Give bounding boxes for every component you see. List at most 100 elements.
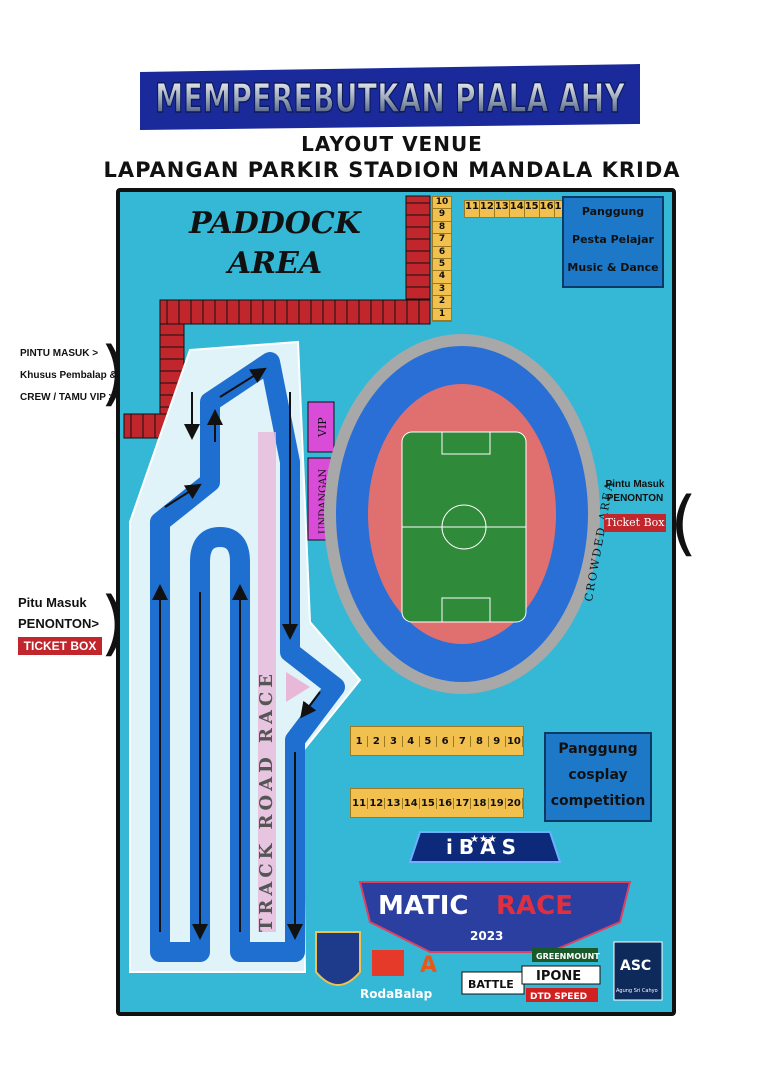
seat-number: 14 (403, 797, 420, 809)
seat-number: 17 (454, 797, 472, 809)
seat-number: 19 (489, 797, 506, 809)
seat-number: 3 (385, 735, 403, 747)
banner-title: MEMPEREBUTKAN PIALA AHY (140, 64, 640, 130)
seat-number: 9 (489, 735, 506, 747)
stage-cosplay: Panggung cosplay competition (544, 732, 652, 822)
seat-number: 6 (437, 735, 455, 747)
spectator-entrance-left-line1: Pitu Masuk (18, 595, 87, 610)
spectator-entrance-right-line2: PENONTON (606, 493, 664, 504)
seat-number: 11 (351, 797, 369, 809)
seat-number: 12 (368, 797, 386, 809)
club-shield-icon (315, 931, 361, 986)
asc-logo-box (613, 941, 663, 1001)
sponsor-rodabalap: RodaBalap (360, 987, 433, 1001)
track-triangle-icon (286, 672, 310, 702)
ticket-box-left: TICKET BOX (18, 637, 102, 655)
seat-number: 4 (403, 735, 420, 747)
field-center-circle (441, 504, 487, 550)
stage-top-line2: Pesta Pelajar (572, 233, 654, 246)
seat-number: 10 (506, 735, 524, 747)
event-logo-title-white: MATIC (378, 891, 468, 921)
stage-cosplay-line3: competition (550, 793, 646, 809)
seat-number: 1 (351, 735, 369, 747)
sponsor-logos: A RodaBalap BATTLE GREENMOUNT IPONE DTD … (315, 931, 663, 1002)
stage-cosplay-line2: cosplay (568, 767, 628, 783)
sigma-logo-icon (372, 950, 404, 976)
seat-number: 15 (525, 201, 540, 217)
event-logo-year: 2023 (470, 929, 503, 943)
stars-icon: ★★★ (470, 834, 497, 845)
seat-number: 5 (420, 735, 438, 747)
seat-number: 10 (433, 197, 451, 210)
seat-number: 7 (433, 234, 451, 247)
vip-label: VIP (316, 417, 329, 438)
seat-number: 2 (433, 296, 451, 309)
seat-number: 6 (433, 247, 451, 260)
seat-number: 18 (471, 797, 489, 809)
venue-map: TRACK ROAD RACE VIP UNDANGAN CROWDED ARE… (116, 188, 676, 1016)
banner-text: MEMPEREBUTKAN PIALA AHY (155, 76, 626, 122)
paddock-wall-horizontal (159, 299, 431, 325)
track-arrow-icon (164, 483, 202, 508)
spectator-entrance-left-label: Pitu Masuk PENONTON> (18, 592, 99, 634)
seat-number: 13 (385, 797, 403, 809)
seat-number: 5 (433, 259, 451, 272)
sponsor-battle: BATTLE (468, 978, 514, 991)
seat-number: 12 (480, 201, 495, 217)
seat-number: 8 (471, 735, 489, 747)
paddock-area-label: PADDOCK AREA (160, 204, 390, 284)
ticket-box-right: Ticket Box (604, 514, 666, 532)
seat-number: 20 (506, 797, 524, 809)
sponsor-asc-sub: Agung Sri Cahyo (616, 988, 658, 994)
greenmount-logo-box (532, 948, 598, 962)
seat-number: 4 (433, 271, 451, 284)
vip-entrance-label: PINTU MASUK > Khusus Pembalap & CREW / T… (20, 343, 117, 409)
stage-cosplay-line1: Panggung (558, 741, 638, 757)
vip-box (307, 401, 335, 453)
paddock-area-line1: PADDOCK (189, 206, 361, 241)
spectator-entrance-right-bracket-icon: ( (670, 482, 698, 564)
seat-number: 1 (433, 309, 451, 322)
event-logo: iBAS ★★★ MATIC RACE 2023 (358, 831, 632, 953)
track-arrow-icon (300, 691, 321, 719)
seat-number: 8 (433, 222, 451, 235)
seat-number: 7 (454, 735, 472, 747)
sponsor-dtd: DTD SPEED (530, 992, 587, 1002)
seat-number: 16 (437, 797, 455, 809)
seat-number: 3 (433, 284, 451, 297)
stage-top-line3: Music & Dance (567, 261, 659, 274)
seat-number: 2 (368, 735, 386, 747)
spectator-entrance-right-label: Pintu Masuk PENONTON (600, 478, 670, 506)
seat-number: 11 (465, 201, 480, 217)
track-label-strip (258, 432, 276, 932)
field-goal-area-top (441, 431, 491, 455)
paddock-area-line2: AREA (227, 246, 323, 281)
sponsor-ipone: IPONE (536, 969, 581, 984)
seat-number: 9 (433, 209, 451, 222)
track-arrow-icon (219, 367, 267, 398)
seat-number: 14 (510, 201, 525, 217)
undangan-label: UNDANGAN (318, 469, 329, 534)
spectator-entrance-right-line1: Pintu Masuk (605, 479, 665, 490)
stage-top-line1: Panggung (581, 205, 645, 218)
layout-subtitle: LAYOUT VENUE (301, 132, 483, 156)
event-logo-brand: iBAS (446, 835, 522, 859)
stage-pesta-pelajar: Panggung Pesta Pelajar Music & Dance (562, 196, 664, 288)
a-logo-icon: A (420, 953, 437, 978)
seat-number: 13 (495, 201, 510, 217)
venue-drawing: TRACK ROAD RACE VIP UNDANGAN CROWDED ARE… (123, 195, 663, 1002)
track-label: TRACK ROAD RACE (256, 670, 277, 932)
sponsor-asc: ASC (620, 958, 651, 974)
event-logo-title-red: RACE (496, 891, 573, 921)
ipone-logo-box (521, 965, 601, 985)
vip-entrance-line2: Khusus Pembalap & (20, 370, 117, 381)
seat-number: 16 (540, 201, 555, 217)
vip-entrance-line3: CREW / TAMU VIP > (20, 392, 115, 403)
spectator-entrance-left-line2: PENONTON> (18, 616, 100, 631)
field-goal-area-bottom (441, 597, 491, 623)
paddock-wall-vertical-right (405, 195, 431, 301)
